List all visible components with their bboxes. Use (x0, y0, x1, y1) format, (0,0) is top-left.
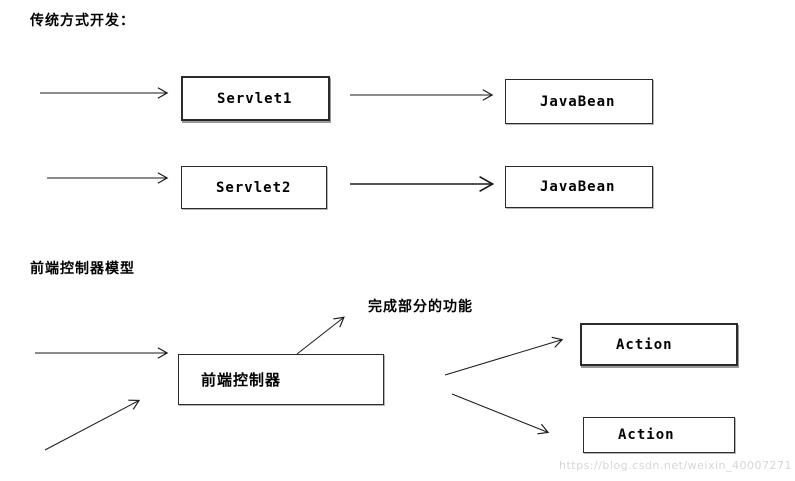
annotation-partial-function: 完成部分的功能 (368, 299, 473, 315)
servlet1-label: Servlet1 (217, 90, 293, 107)
front-controller-label: 前端控制器 (201, 371, 282, 389)
action1-label: Action (616, 336, 673, 353)
section-title-traditional: 传统方式开发： (30, 13, 135, 29)
watermark-url: https://blog.csdn.net/weixin_40007271 (558, 459, 792, 472)
javabean1-box: JavaBean (505, 79, 653, 124)
javabean1-label: JavaBean (540, 93, 616, 110)
arrow-request-diagonal-to-controller (44, 399, 141, 451)
servlet2-label: Servlet2 (216, 179, 292, 196)
javabean2-label: JavaBean (540, 179, 616, 195)
action1-box: Action (580, 323, 738, 366)
section-title-front-controller: 前端控制器模型 (30, 261, 135, 277)
action2-label: Action (618, 427, 675, 443)
arrow-controller-to-annotation (296, 316, 345, 355)
servlet2-box: Servlet2 (181, 166, 327, 209)
arrow-controller-to-action2 (451, 393, 550, 435)
front-controller-box: 前端控制器 (178, 354, 384, 405)
action2-box: Action (583, 417, 735, 453)
javabean2-box: JavaBean (505, 166, 653, 208)
arrow-controller-to-action1 (444, 336, 564, 376)
servlet1-box: Servlet1 (181, 76, 330, 121)
